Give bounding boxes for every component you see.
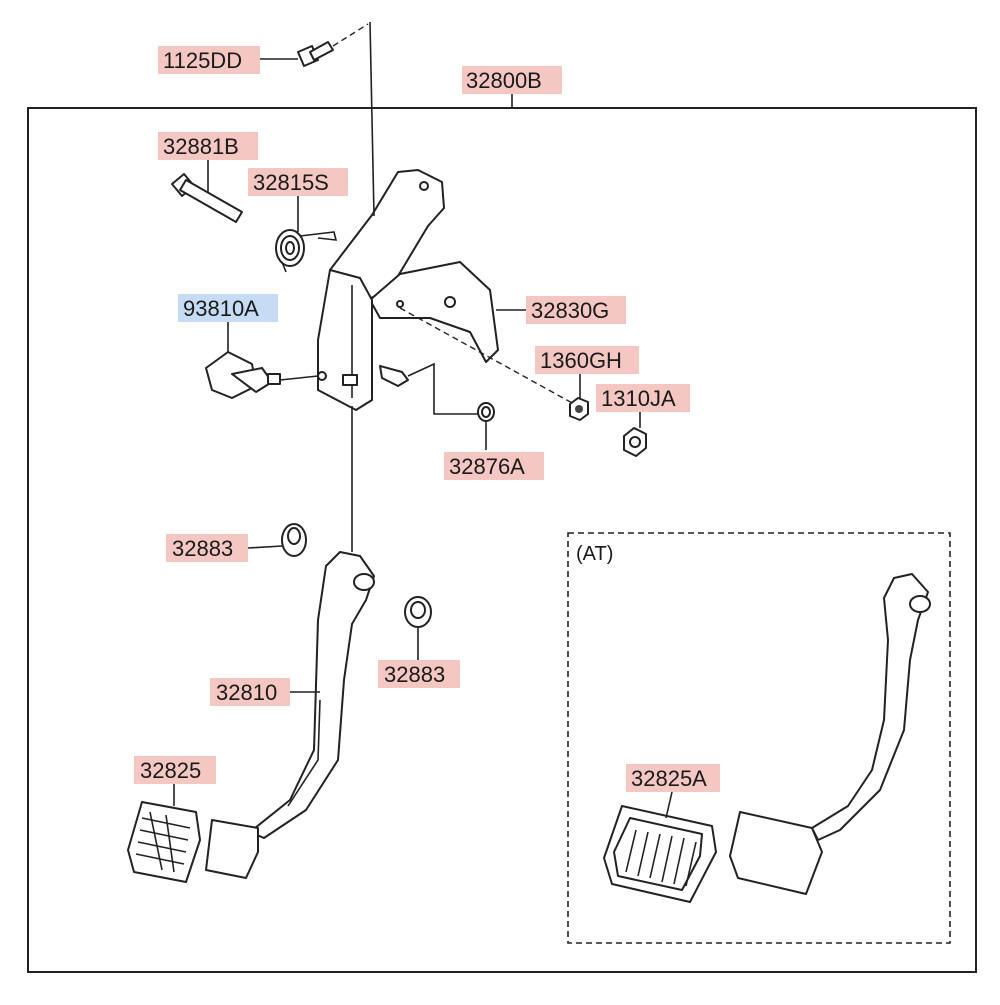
callout-32876a[interactable]: 32876A — [444, 452, 544, 480]
callout-93810a-text: 93810A — [183, 296, 259, 321]
nut-1310ja — [623, 427, 647, 457]
callout-32881b[interactable]: 32881B — [158, 132, 258, 160]
pivot-bolt-32881b — [171, 173, 243, 223]
stopper-32876a — [477, 402, 495, 422]
callout-32876a-text: 32876A — [449, 454, 525, 479]
callout-32883-upper[interactable]: 32883 — [166, 534, 248, 562]
at-pedal-pad-32825a — [603, 805, 717, 903]
callout-1125dd[interactable]: 1125DD — [158, 46, 260, 74]
nut-1360gh — [569, 397, 589, 421]
stop-lamp-switch-93810a — [205, 351, 281, 399]
pedal-arm-32810 — [205, 551, 375, 879]
callout-1360gh-text: 1360GH — [540, 348, 622, 373]
at-pedal-arm — [729, 573, 931, 895]
return-spring-32815s — [275, 229, 338, 273]
callout-1125dd-text: 1125DD — [163, 48, 242, 73]
pedal-pad-32825 — [127, 801, 201, 883]
callout-32883-upper-text: 32883 — [172, 536, 233, 561]
callout-32825a-text: 32825A — [631, 766, 707, 791]
leader-lines — [173, 21, 673, 819]
callout-32883-lower[interactable]: 32883 — [378, 660, 460, 688]
bushing-32883-upper — [281, 523, 307, 557]
callout-32830g[interactable]: 32830G — [526, 296, 626, 324]
callout-1310ja-text: 1310JA — [601, 386, 676, 411]
callout-1310ja[interactable]: 1310JA — [596, 384, 690, 412]
callout-32825-text: 32825 — [140, 758, 201, 783]
callout-32830g-text: 32830G — [531, 298, 609, 323]
callout-32815s-text: 32815S — [253, 170, 329, 195]
bushing-32883-lower — [404, 596, 432, 628]
callout-32815s[interactable]: 32815S — [248, 168, 348, 196]
at-section-label: (AT) — [576, 543, 613, 565]
bolt-1125dd — [297, 23, 369, 67]
callout-32881b-text: 32881B — [163, 134, 239, 159]
callout-32810-text: 32810 — [216, 680, 277, 705]
callout-32825[interactable]: 32825 — [134, 756, 216, 784]
callout-32800b[interactable]: 32800B — [462, 66, 562, 94]
at-section-frame — [567, 532, 951, 944]
pedal-bracket-32830g — [317, 169, 499, 411]
callout-32825a[interactable]: 32825A — [626, 764, 720, 792]
callout-93810a[interactable]: 93810A — [178, 294, 278, 322]
callout-1360gh[interactable]: 1360GH — [535, 346, 639, 374]
callout-32883-lower-text: 32883 — [384, 662, 445, 687]
assembly-frame — [27, 107, 977, 973]
callout-32800b-text: 32800B — [466, 68, 542, 93]
callout-32810[interactable]: 32810 — [210, 678, 290, 706]
